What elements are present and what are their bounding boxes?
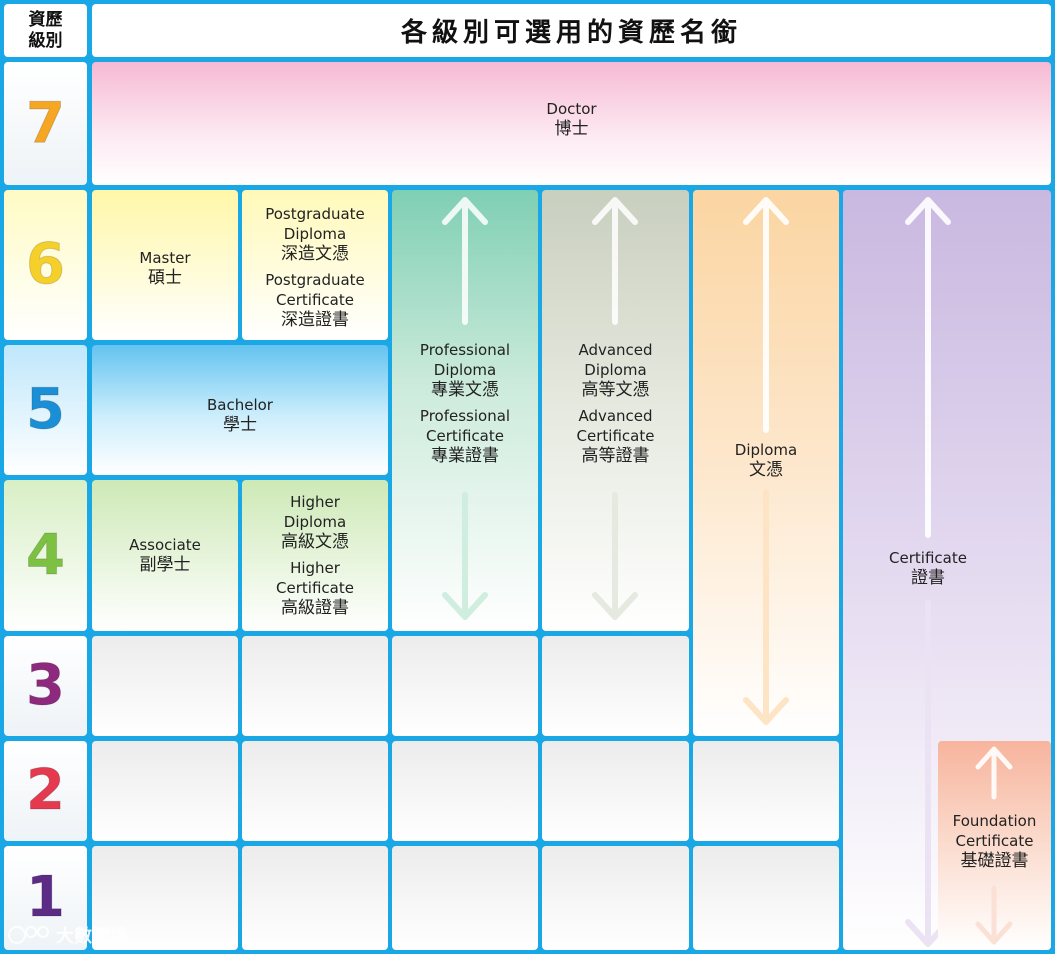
brand-logo-icon <box>8 926 49 944</box>
advanced-diploma-en-2: Diploma <box>584 361 647 379</box>
level-7: 7 <box>4 62 87 185</box>
higher-diploma-en-1: Higher <box>290 493 340 511</box>
certificate-en: Certificate <box>889 549 967 567</box>
professional-certificate-zh: 專業證書 <box>431 446 499 466</box>
doctor-en: Doctor <box>546 100 597 118</box>
empty-cell <box>693 846 839 950</box>
empty-cell <box>92 741 238 841</box>
empty-cell <box>242 741 388 841</box>
professional-certificate-en-1: Professional <box>419 407 511 425</box>
page-title: 各級別可選用的資歷名銜 <box>92 4 1051 57</box>
level-6: 6 <box>4 190 87 340</box>
professional-diploma-en-1: Professional <box>419 341 511 359</box>
diploma-cell: Diploma 文憑 <box>693 190 839 736</box>
foundation-zh: 基礎證書 <box>960 851 1029 871</box>
doctor-zh: 博士 <box>554 119 589 139</box>
foundation-en-2: Certificate <box>955 832 1034 850</box>
empty-cell <box>392 741 538 841</box>
higher-diploma-zh: 高級文憑 <box>281 532 349 552</box>
empty-cell <box>542 636 689 736</box>
arrow-up-icon <box>975 746 1013 800</box>
professional-cell: Professional Diploma 專業文憑 Professional C… <box>392 190 538 631</box>
level-2: 2 <box>4 741 87 841</box>
diploma-en: Diploma <box>734 441 798 459</box>
bachelor-en: Bachelor <box>207 396 273 414</box>
advanced-certificate-en-2: Certificate <box>576 427 655 445</box>
arrow-up-icon <box>743 197 789 433</box>
level-1: 1 <box>4 846 87 950</box>
advanced-diploma-zh: 高等文憑 <box>581 380 650 400</box>
empty-cell <box>392 636 538 736</box>
master-zh: 碩士 <box>148 268 182 288</box>
title-text: 各級別可選用的資歷名銜 <box>400 18 742 48</box>
associate-en: Associate <box>129 536 201 554</box>
level-3: 3 <box>4 636 87 736</box>
postgraduate-certificate-en-1: Postgraduate <box>265 271 365 289</box>
bachelor-zh: 學士 <box>223 415 257 435</box>
higher-certificate-en-1: Higher <box>290 559 340 577</box>
level-2-number: 2 <box>26 758 66 823</box>
professional-certificate-en-2: Certificate <box>426 427 504 445</box>
arrow-down-icon <box>592 492 638 620</box>
higher-diploma-en-2: Diploma <box>283 513 347 531</box>
associate-zh: 副學士 <box>139 555 191 575</box>
level-5: 5 <box>4 345 87 475</box>
watermark: 大數跨境 <box>8 922 128 948</box>
advanced-certificate-en-1: Advanced <box>578 407 653 425</box>
level-4: 4 <box>4 480 87 631</box>
postgraduate-cell: Postgraduate Diploma 深造文憑 Postgraduate C… <box>242 190 388 340</box>
arrow-up-icon <box>905 197 951 538</box>
empty-cell <box>242 636 388 736</box>
level-1-number: 1 <box>26 865 66 930</box>
certificate-zh: 證書 <box>911 568 945 588</box>
postgraduate-diploma-en-1: Postgraduate <box>265 205 365 223</box>
bachelor-cell: Bachelor 學士 <box>92 345 388 475</box>
professional-diploma-zh: 專業文憑 <box>431 380 499 400</box>
empty-cell <box>242 846 388 950</box>
master-cell: Master 碩士 <box>92 190 238 340</box>
professional-diploma-en-2: Diploma <box>433 361 497 379</box>
foundation-en-1: Foundation <box>952 812 1037 830</box>
higher-certificate-zh: 高級證書 <box>281 598 349 618</box>
associate-cell: Associate 副學士 <box>92 480 238 631</box>
arrow-down-icon <box>442 492 488 620</box>
empty-cell <box>542 741 689 841</box>
level-5-number: 5 <box>26 377 66 442</box>
level-7-number: 7 <box>26 90 66 156</box>
postgraduate-diploma-en-2: Diploma <box>283 225 347 243</box>
level-3-number: 3 <box>26 653 66 718</box>
higher-certificate-en-2: Certificate <box>276 579 354 597</box>
level-6-number: 6 <box>26 232 66 297</box>
level-header-label: 資歷級別 <box>28 9 63 51</box>
empty-cell <box>92 636 238 736</box>
postgraduate-diploma-zh: 深造文憑 <box>281 244 349 264</box>
empty-cell <box>92 846 238 950</box>
higher-cell: Higher Diploma 高級文憑 Higher Certificate 高… <box>242 480 388 631</box>
arrow-up-icon <box>592 197 638 325</box>
arrow-down-icon <box>975 885 1013 945</box>
postgraduate-certificate-en-2: Certificate <box>276 291 354 309</box>
advanced-diploma-en-1: Advanced <box>578 341 653 359</box>
watermark-text: 大數跨境 <box>56 926 128 947</box>
arrow-up-icon <box>442 197 488 325</box>
diploma-zh: 文憑 <box>749 460 783 480</box>
foundation-cell: Foundation Certificate 基礎證書 <box>938 741 1051 950</box>
arrow-down-icon <box>743 489 789 725</box>
level-header: 資歷級別 <box>4 4 87 57</box>
advanced-certificate-zh: 高等證書 <box>581 446 650 466</box>
postgraduate-certificate-zh: 深造證書 <box>281 310 349 330</box>
doctor-cell: Doctor 博士 <box>92 62 1051 185</box>
advanced-cell: Advanced Diploma 高等文憑 Advanced Certifica… <box>542 190 689 631</box>
level-4-number: 4 <box>26 522 66 588</box>
certificate-label: Certificate 證書 <box>843 548 1013 588</box>
empty-cell <box>542 846 689 950</box>
empty-cell <box>693 741 839 841</box>
empty-cell <box>392 846 538 950</box>
master-en: Master <box>139 249 191 267</box>
